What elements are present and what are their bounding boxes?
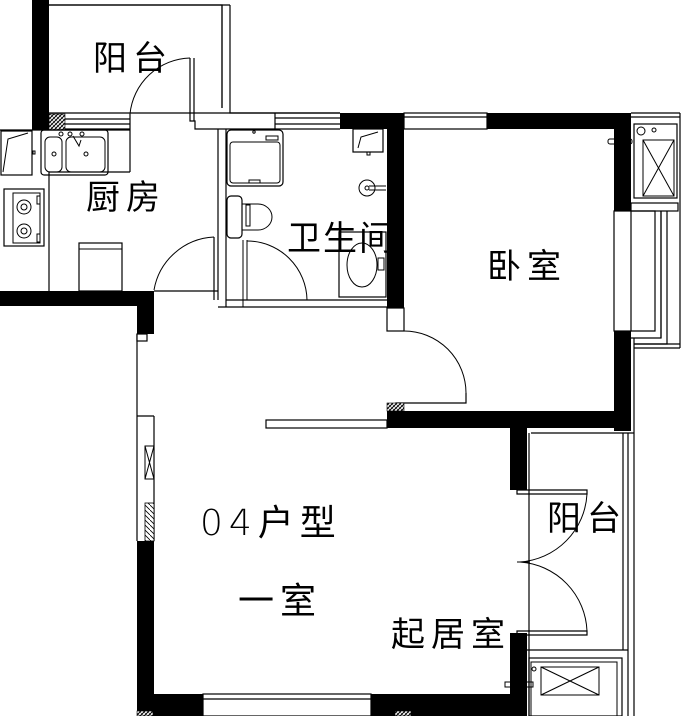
walls	[0, 0, 631, 716]
balcony-east-lines	[504, 432, 634, 716]
living-room-lines	[136, 333, 412, 716]
bedroom-fixtures	[386, 112, 633, 412]
room-label-bathroom: 卫生间	[287, 219, 395, 259]
room-label-living-room: 起居室	[391, 615, 511, 655]
room-label-bedroom: 卧室	[487, 247, 567, 287]
bathroom-fixtures	[218, 128, 387, 308]
east-balcony-lines	[630, 112, 681, 716]
room-label-balcony-east: 阳台	[547, 499, 627, 539]
unit-type-label: 04户型	[200, 503, 342, 544]
room-label-balcony-north: 阳台	[93, 39, 173, 79]
kitchen-fixtures	[0, 114, 219, 300]
room-label-kitchen: 厨房	[86, 178, 166, 218]
unit-subtitle-label: 一室	[238, 581, 323, 622]
balcony-north-lines	[48, 4, 340, 131]
